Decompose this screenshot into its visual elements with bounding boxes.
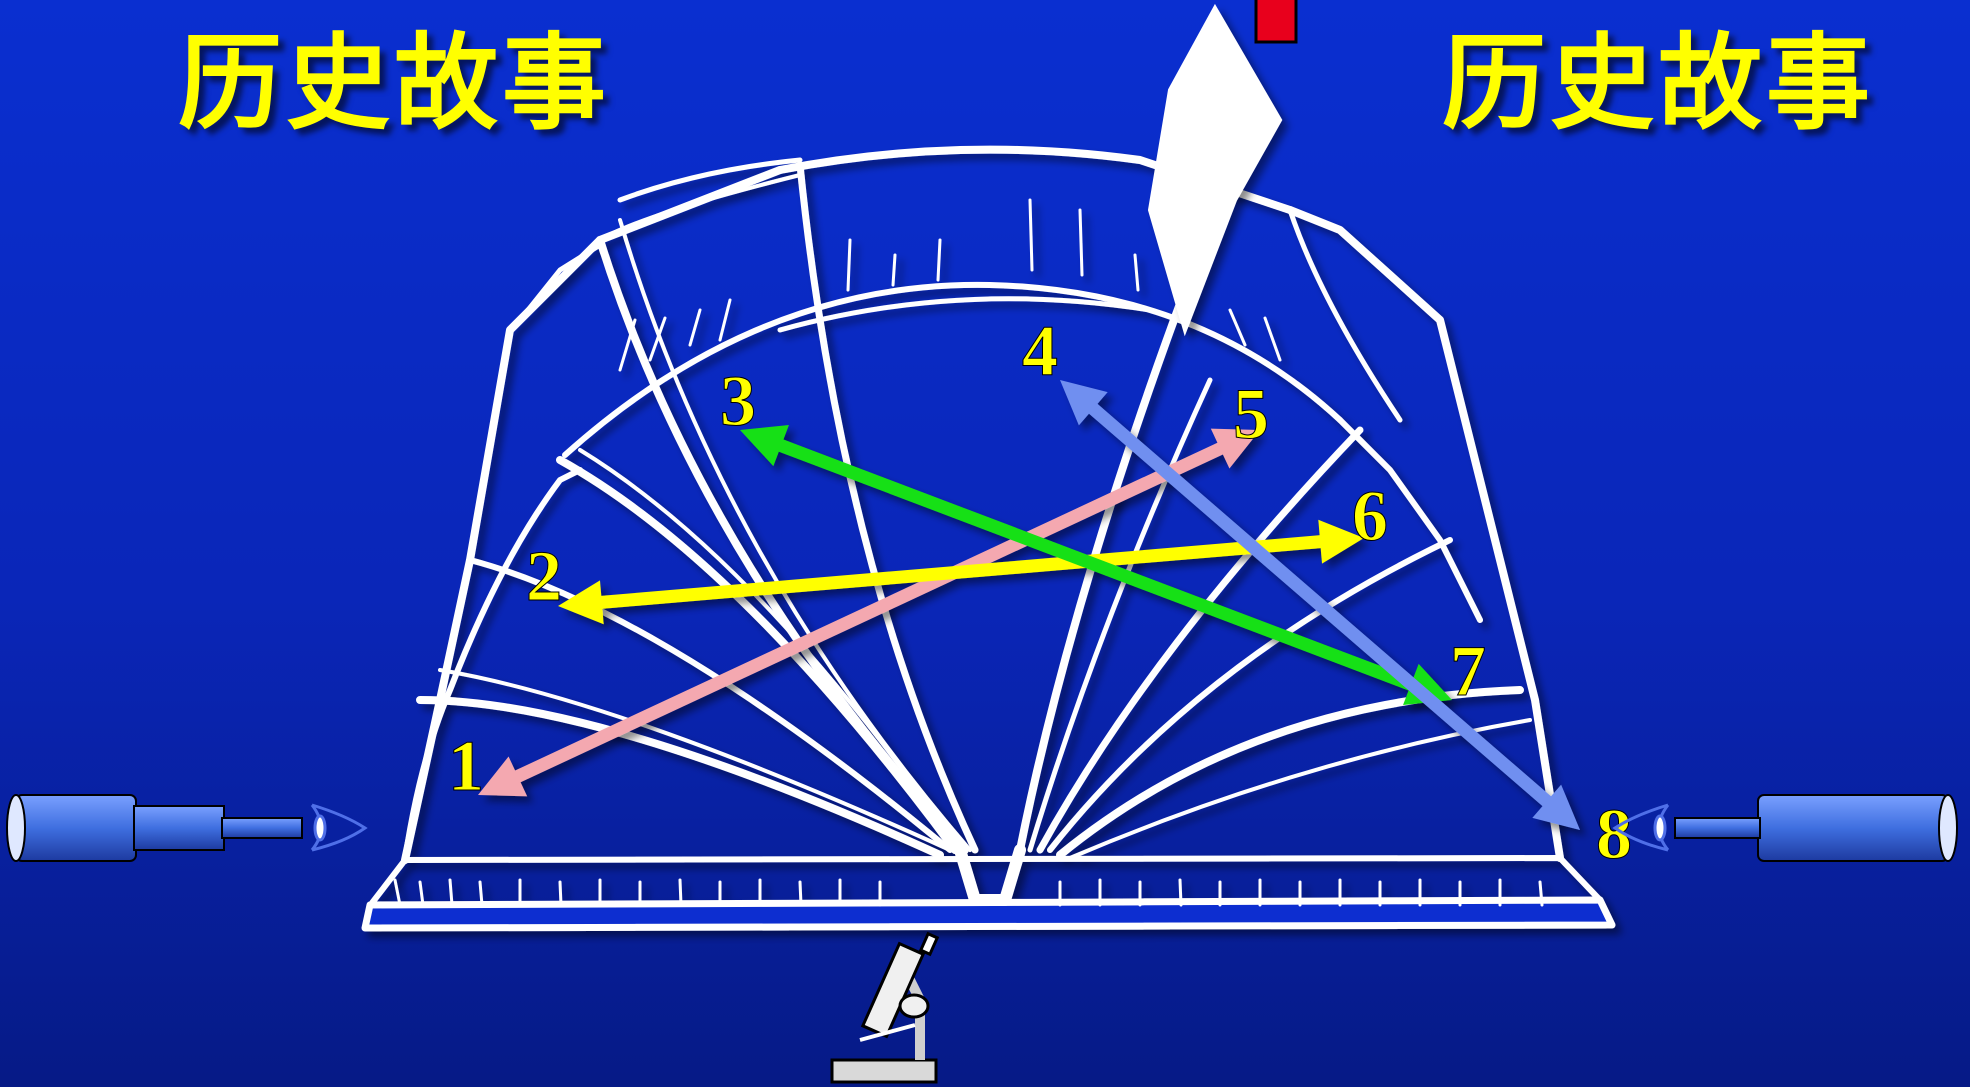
number-label-3: 3 xyxy=(720,361,756,441)
raised-page-icon xyxy=(1147,3,1283,337)
number-label-7: 7 xyxy=(1450,631,1486,711)
title-left: 历史故事 xyxy=(178,21,611,144)
arrow-blue-shaft xyxy=(1082,398,1558,812)
telescope-right-icon xyxy=(1674,794,1958,862)
number-label-2: 2 xyxy=(526,536,562,616)
open-book-icon xyxy=(361,145,1616,932)
telescope-left-icon xyxy=(6,794,303,862)
number-label-1: 1 xyxy=(448,726,484,806)
eye-left-icon xyxy=(310,803,368,852)
number-label-6: 6 xyxy=(1352,476,1388,556)
arrow-pink-head-start xyxy=(1210,428,1260,469)
arrow-yellow-shaft xyxy=(593,534,1329,610)
arrow-blue-head-start xyxy=(1060,380,1108,426)
arrow-green-shaft xyxy=(771,436,1421,694)
arrow-blue-head-end xyxy=(1532,784,1580,830)
arrow-green-head-end xyxy=(740,425,789,467)
title-right: 历史故事 xyxy=(1442,21,1875,144)
microscope-icon xyxy=(830,931,940,1084)
eye-right-icon xyxy=(1612,803,1670,852)
arrow-yellow-head-start xyxy=(558,580,604,625)
arrow-pink-shaft xyxy=(507,439,1231,786)
arrow-yellow-head-end xyxy=(1318,519,1364,564)
arrow-pink-head-end xyxy=(478,756,528,797)
red-marker-icon xyxy=(1254,0,1298,44)
number-label-4: 4 xyxy=(1022,311,1058,391)
number-label-5: 5 xyxy=(1233,374,1269,454)
